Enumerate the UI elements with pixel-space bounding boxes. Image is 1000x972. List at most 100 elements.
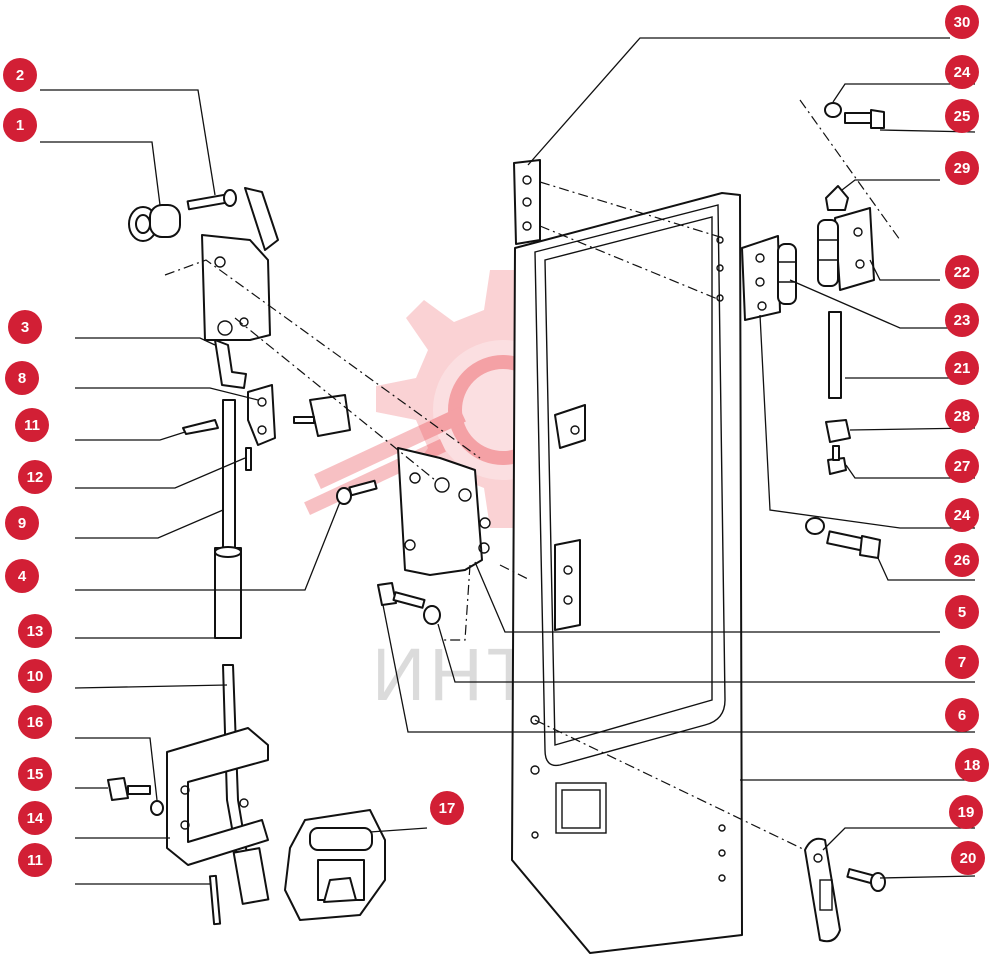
callout-badge-c28[interactable]: 28 xyxy=(945,399,979,433)
callout-badge-c24a[interactable]: 24 xyxy=(945,55,979,89)
callout-number: 29 xyxy=(954,160,971,177)
callout-number: 24 xyxy=(954,64,971,81)
callout-circle xyxy=(945,351,979,385)
rod-10 xyxy=(222,664,270,905)
pin-12 xyxy=(245,447,252,471)
cap-nut-29 xyxy=(825,185,849,211)
screw-4 xyxy=(336,479,378,505)
callout-circle xyxy=(18,659,52,693)
callout-circle xyxy=(945,595,979,629)
callout-badge-c12[interactable]: 12 xyxy=(18,460,52,494)
assembly-center-lines xyxy=(164,99,901,851)
callout-number: 6 xyxy=(958,707,966,724)
callout-circle xyxy=(945,543,979,577)
callout-number: 4 xyxy=(18,568,27,585)
callout-badge-c19[interactable]: 19 xyxy=(949,795,983,829)
washer-16 xyxy=(150,800,164,816)
callout-badge-c30[interactable]: 30 xyxy=(945,5,979,39)
callout-badge-c26[interactable]: 26 xyxy=(945,543,979,577)
callout-badge-c24b[interactable]: 24 xyxy=(945,498,979,532)
callout-badge-c20[interactable]: 20 xyxy=(951,841,985,875)
bolt-27 xyxy=(827,445,847,475)
callout-number: 19 xyxy=(958,804,975,821)
callout-circle xyxy=(945,303,979,337)
bracket-14 xyxy=(166,727,269,866)
washer-7 xyxy=(423,605,441,625)
callout-badge-c15[interactable]: 15 xyxy=(18,757,52,791)
screw-2 xyxy=(186,189,237,211)
rod-9 xyxy=(222,399,236,551)
callout-number: 20 xyxy=(960,850,977,867)
door-frame xyxy=(511,192,743,954)
clip-11-top xyxy=(182,419,219,435)
callout-badge-c16[interactable]: 16 xyxy=(18,705,52,739)
lock-body-3 xyxy=(201,187,279,389)
callout-number: 8 xyxy=(18,370,26,387)
callout-number: 13 xyxy=(27,623,44,640)
callout-number: 10 xyxy=(27,668,44,685)
callout-badge-c25[interactable]: 25 xyxy=(945,99,979,133)
callout-badge-c29[interactable]: 29 xyxy=(945,151,979,185)
callout-badge-c18[interactable]: 18 xyxy=(955,748,989,782)
callout-badge-c13[interactable]: 13 xyxy=(18,614,52,648)
callout-circle xyxy=(5,559,39,593)
callout-circle xyxy=(18,843,52,877)
callout-badge-c11a[interactable]: 11 xyxy=(15,408,49,442)
callout-badge-c2[interactable]: 2 xyxy=(3,58,37,92)
callout-number: 18 xyxy=(964,757,981,774)
callout-circle xyxy=(5,506,39,540)
callout-number: 11 xyxy=(27,852,43,869)
callout-badge-c8[interactable]: 8 xyxy=(5,361,39,395)
callout-number: 23 xyxy=(954,312,971,329)
callout-number: 27 xyxy=(954,458,971,475)
callout-circle xyxy=(955,748,989,782)
screw-11-bottom xyxy=(208,874,222,926)
callout-badge-c4[interactable]: 4 xyxy=(5,559,39,593)
callout-number: 11 xyxy=(24,417,40,434)
callout-badge-c7[interactable]: 7 xyxy=(945,645,979,679)
callout-badge-c17[interactable]: 17 xyxy=(430,791,464,825)
callout-number: 5 xyxy=(958,604,966,621)
striker-19 xyxy=(804,837,841,943)
callout-badge-c5[interactable]: 5 xyxy=(945,595,979,629)
callout-circle xyxy=(3,58,37,92)
callout-badge-c6[interactable]: 6 xyxy=(945,698,979,732)
callout-circle xyxy=(430,791,464,825)
callout-badge-c9[interactable]: 9 xyxy=(5,506,39,540)
callout-number: 25 xyxy=(954,108,971,125)
callout-circle xyxy=(945,99,979,133)
sleeve-13 xyxy=(214,546,242,639)
callout-circle xyxy=(18,757,52,791)
callout-circle xyxy=(945,498,979,532)
callout-number: 30 xyxy=(954,14,971,31)
callout-badge-c11b[interactable]: 11 xyxy=(18,843,52,877)
callout-number: 24 xyxy=(954,507,971,524)
callout-number: 15 xyxy=(27,766,44,783)
callout-number: 17 xyxy=(439,800,456,817)
callout-circle xyxy=(18,460,52,494)
latch-lever-8 xyxy=(247,384,276,446)
callout-badge-c22[interactable]: 22 xyxy=(945,255,979,289)
callout-circle xyxy=(945,151,979,185)
callout-badge-c27[interactable]: 27 xyxy=(945,449,979,483)
callout-circle xyxy=(15,408,49,442)
callout-badge-c3[interactable]: 3 xyxy=(8,310,42,344)
lock-housing-17 xyxy=(284,809,386,921)
nut-28 xyxy=(825,419,851,443)
bolt-25 xyxy=(844,109,885,129)
callout-circle xyxy=(945,449,979,483)
hinge-23 xyxy=(741,235,797,321)
knob-1 xyxy=(128,204,181,242)
callout-number: 9 xyxy=(18,515,26,532)
callout-badge-c10[interactable]: 10 xyxy=(18,659,52,693)
screw-20 xyxy=(846,868,886,892)
callout-badge-c14[interactable]: 14 xyxy=(18,801,52,835)
callout-layer: 3024252922232128272426576181920172138111… xyxy=(3,5,989,877)
callout-badge-c21[interactable]: 21 xyxy=(945,351,979,385)
callout-badge-c23[interactable]: 23 xyxy=(945,303,979,337)
callout-circle xyxy=(949,795,983,829)
hinge-plate-30 xyxy=(513,159,541,245)
callout-badge-c1[interactable]: 1 xyxy=(3,108,37,142)
callout-number: 16 xyxy=(27,714,44,731)
